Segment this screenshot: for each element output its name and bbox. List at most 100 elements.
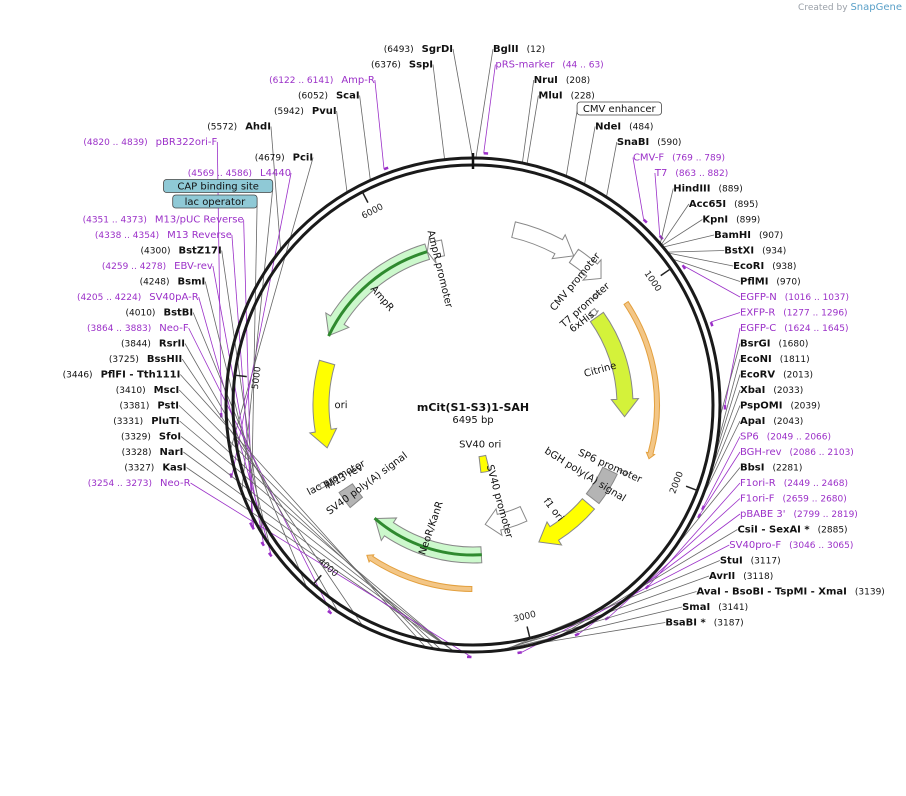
- enzyme-label-bbsi[interactable]: BbsI(2281): [740, 463, 802, 474]
- primer-label-neo-f[interactable]: (3864 .. 3883)Neo-F: [87, 323, 189, 334]
- primer-label-f1ori-f[interactable]: F1ori-F(2659 .. 2680): [740, 494, 847, 505]
- enzyme-label-ecori[interactable]: EcoRI(938): [733, 261, 796, 272]
- feature-box-label: CAP binding site: [177, 182, 259, 193]
- enzyme-label-pcii[interactable]: (4679)PciI: [255, 153, 313, 164]
- primer-label-cmv-f[interactable]: CMV-F(769 .. 789): [633, 153, 725, 164]
- enzyme-label-nari[interactable]: (3328)NarI: [122, 447, 184, 458]
- enzyme-label-acc65i[interactable]: Acc65I(895): [689, 199, 758, 210]
- site-position: (863 .. 882): [675, 169, 728, 179]
- primer-label-exfp-r[interactable]: EXFP-R(1277 .. 1296): [740, 308, 848, 319]
- cmv-enhancer-ring-arrow[interactable]: [512, 222, 574, 259]
- enzyme-label-sfoi[interactable]: (3329)SfoI: [121, 432, 181, 443]
- site-name: Neo-R: [160, 478, 191, 489]
- enzyme-label-bsshii[interactable]: (3725)BssHII: [109, 354, 182, 365]
- leader-line: [662, 220, 703, 246]
- enzyme-label-stui[interactable]: StuI(3117): [720, 556, 781, 567]
- site-name: SmaI: [682, 602, 710, 613]
- enzyme-label-econi[interactable]: EcoNI(1811): [740, 354, 810, 365]
- enzyme-label-pflfi-tth111i[interactable]: (3446)PflFI - Tth111I: [63, 370, 181, 381]
- enzyme-label-avrii[interactable]: AvrII(3118): [709, 571, 773, 582]
- tick-label: 6000: [360, 202, 385, 222]
- enzyme-label-ndei[interactable]: NdeI(484): [595, 122, 653, 133]
- enzyme-label-bsabi[interactable]: BsaBI *(3187): [665, 618, 743, 629]
- site-position: (938): [772, 262, 796, 272]
- enzyme-label-hindiii[interactable]: HindIII(889): [673, 184, 742, 195]
- site-name: T7: [654, 168, 667, 179]
- site-position: (5942): [274, 107, 304, 117]
- leader-line: [484, 65, 496, 154]
- site-position: (907): [759, 231, 783, 241]
- site-position: (3328): [122, 448, 152, 458]
- enzyme-label-bamhi[interactable]: BamHI(907): [714, 230, 783, 241]
- enzyme-label-pflmi[interactable]: PflMI(970): [740, 277, 801, 288]
- primer-label-sp6[interactable]: SP6(2049 .. 2066): [740, 432, 831, 443]
- primer-label-bgh-rev[interactable]: BGH-rev(2086 .. 2103): [740, 447, 854, 458]
- primer-label-sv40pa-r[interactable]: (4205 .. 4224)SV40pA-R: [77, 292, 199, 303]
- enzyme-label-ahdi[interactable]: (5572)AhdI: [207, 122, 271, 133]
- primer-site-mark: [517, 652, 521, 653]
- tick-label: 1000: [641, 269, 662, 294]
- enzyme-label-bstxi[interactable]: BstXI(934): [724, 246, 786, 257]
- enzyme-label-bstbi[interactable]: (4010)BstBI: [126, 308, 194, 319]
- enzyme-label-kasi[interactable]: (3327)KasI: [124, 463, 186, 474]
- enzyme-label-scai[interactable]: (6052)ScaI: [298, 91, 360, 102]
- primer-label-pbabe-3[interactable]: pBABE 3'(2799 .. 2819): [740, 509, 858, 520]
- primer-label-pbr322ori-f[interactable]: (4820 .. 4839)pBR322ori-F: [83, 137, 217, 148]
- site-position: (899): [736, 216, 760, 226]
- enzyme-label-xbai[interactable]: XbaI(2033): [740, 385, 803, 396]
- site-name: L4440: [260, 168, 291, 179]
- primer-label-t7[interactable]: T7 (863 .. 882): [654, 168, 728, 179]
- enzyme-label-rsrii[interactable]: (3844)RsrII: [121, 339, 185, 350]
- enzyme-label-sgrdi[interactable]: (6493) SgrDI: [384, 44, 453, 55]
- site-position: (3844): [121, 340, 151, 350]
- leader-line: [661, 204, 689, 245]
- primer-site-mark: [644, 220, 647, 223]
- enzyme-label-pluti[interactable]: (3331)PluTI: [113, 416, 179, 427]
- primer-site-mark: [683, 265, 685, 269]
- enzyme-label-bglii[interactable]: BglII(12): [493, 44, 545, 55]
- enzyme-label-apai[interactable]: ApaI(2043): [740, 416, 803, 427]
- site-name: MscI: [154, 385, 180, 396]
- ori-arrow[interactable]: [310, 360, 337, 448]
- feature-label-sv40-ori: SV40 ori: [459, 439, 501, 450]
- leader-line: [584, 127, 595, 185]
- primer-label-sv40pro-f[interactable]: SV40pro-F(3046 .. 3065): [729, 540, 853, 551]
- enzyme-label-bsrgi[interactable]: BsrGI(1680): [740, 339, 808, 350]
- tick-mark: [527, 626, 530, 638]
- site-position: (4820 .. 4839): [83, 138, 147, 148]
- enzyme-label-kpni[interactable]: KpnI(899): [702, 215, 760, 226]
- primer-label-m13-puc-reverse[interactable]: (4351 .. 4373)M13/pUC Reverse: [83, 215, 244, 226]
- site-name: pBABE 3': [740, 509, 786, 520]
- site-name: SspI: [409, 60, 433, 71]
- enzyme-label-bstz17i[interactable]: (4300)BstZ17I: [141, 246, 222, 257]
- enzyme-label-csii-sexai[interactable]: CsiI - SexAI *(2885): [737, 525, 847, 536]
- enzyme-label-msci[interactable]: (3410)MscI: [116, 385, 180, 396]
- enzyme-label-pspomi[interactable]: PspOMI(2039): [740, 401, 820, 412]
- primer-label-amp-r[interactable]: (6122 .. 6141)Amp-R: [269, 75, 375, 86]
- primer-label-l4440[interactable]: (4569 .. 4586)L4440: [188, 168, 291, 179]
- primer-label-prs-marker[interactable]: pRS-marker(44 .. 63): [495, 60, 603, 71]
- enzyme-label-bsmi[interactable]: (4248)BsmI: [140, 277, 206, 288]
- enzyme-label-snabi[interactable]: SnaBI(590): [617, 137, 682, 148]
- site-name: pRS-marker: [495, 60, 555, 71]
- enzyme-label-psti[interactable]: (3381)PstI: [119, 401, 179, 412]
- primer-label-f1ori-r[interactable]: F1ori-R(2449 .. 2468): [740, 478, 848, 489]
- primer-site-mark: [711, 322, 712, 326]
- enzyme-label-mlui[interactable]: MluI(228): [538, 91, 594, 102]
- primer-site-mark: [269, 553, 272, 557]
- primer-label-m13-reverse[interactable]: (4338 .. 4354)M13 Reverse: [95, 230, 232, 241]
- enzyme-label-pvui[interactable]: (5942)PvuI: [274, 106, 337, 117]
- tick-mark: [661, 269, 671, 276]
- site-position: (6493): [384, 45, 414, 55]
- site-name: SgrDI: [422, 44, 453, 55]
- primer-label-ebv-rev[interactable]: (4259 .. 4278)EBV-rev: [102, 261, 213, 272]
- enzyme-label-ecorv[interactable]: EcoRV(2013): [740, 370, 813, 381]
- primer-label-egfp-n[interactable]: EGFP-N(1016 .. 1037): [740, 292, 849, 303]
- enzyme-label-smai[interactable]: SmaI(3141): [682, 602, 748, 613]
- enzyme-label-nrui[interactable]: NruI(208): [534, 75, 590, 86]
- site-position: (4300): [141, 247, 171, 257]
- enzyme-label-sspi[interactable]: (6376)SspI: [371, 60, 433, 71]
- primer-label-egfp-c[interactable]: EGFP-C(1624 .. 1645): [740, 323, 849, 334]
- primer-label-neo-r[interactable]: (3254 .. 3273)Neo-R: [88, 478, 191, 489]
- enzyme-label-avai-bsobi-tspmi-xmai[interactable]: AvaI - BsoBI - TspMI - XmaI(3139): [697, 587, 885, 598]
